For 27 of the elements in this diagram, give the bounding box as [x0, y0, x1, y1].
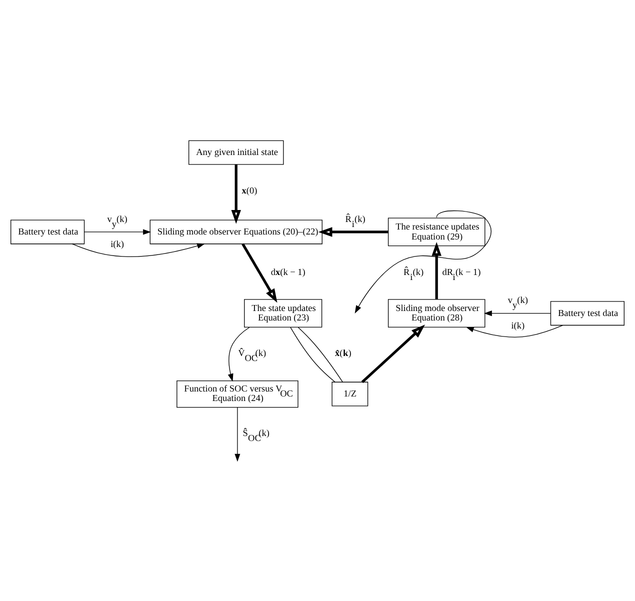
node-box: The resistance updates Equation (29) — [388, 217, 486, 246]
edge-label: x(0) — [242, 186, 258, 196]
edge-label: i(k) — [511, 320, 525, 331]
connector — [290, 326, 336, 382]
arrow — [432, 242, 442, 299]
arrow — [484, 310, 551, 316]
node-box: Battery test data — [10, 219, 85, 244]
arrow — [228, 326, 250, 382]
edge-label: i(k) — [110, 239, 124, 250]
node-box: Sliding mode observer Equation (28) — [388, 298, 486, 328]
node-box: Sliding mode observer Equations (20)–(22) — [150, 219, 322, 244]
node-box: 1/Z — [332, 381, 368, 406]
arrow — [242, 242, 278, 302]
arrow — [84, 228, 151, 234]
connector — [298, 326, 343, 382]
arrow — [318, 226, 388, 236]
node-box: The state updates Equation (23) — [244, 298, 322, 328]
arrow — [361, 324, 426, 383]
node-box: Any given initial state — [188, 140, 284, 164]
arrow — [231, 164, 241, 224]
node-box: Battery test data — [550, 300, 624, 326]
edge-label: dx(k − 1) — [270, 267, 306, 278]
arrow — [72, 242, 206, 256]
arrow — [466, 324, 564, 337]
arrow — [234, 406, 240, 462]
arrow — [354, 210, 492, 313]
edge-label: x̂(k) — [335, 348, 352, 359]
